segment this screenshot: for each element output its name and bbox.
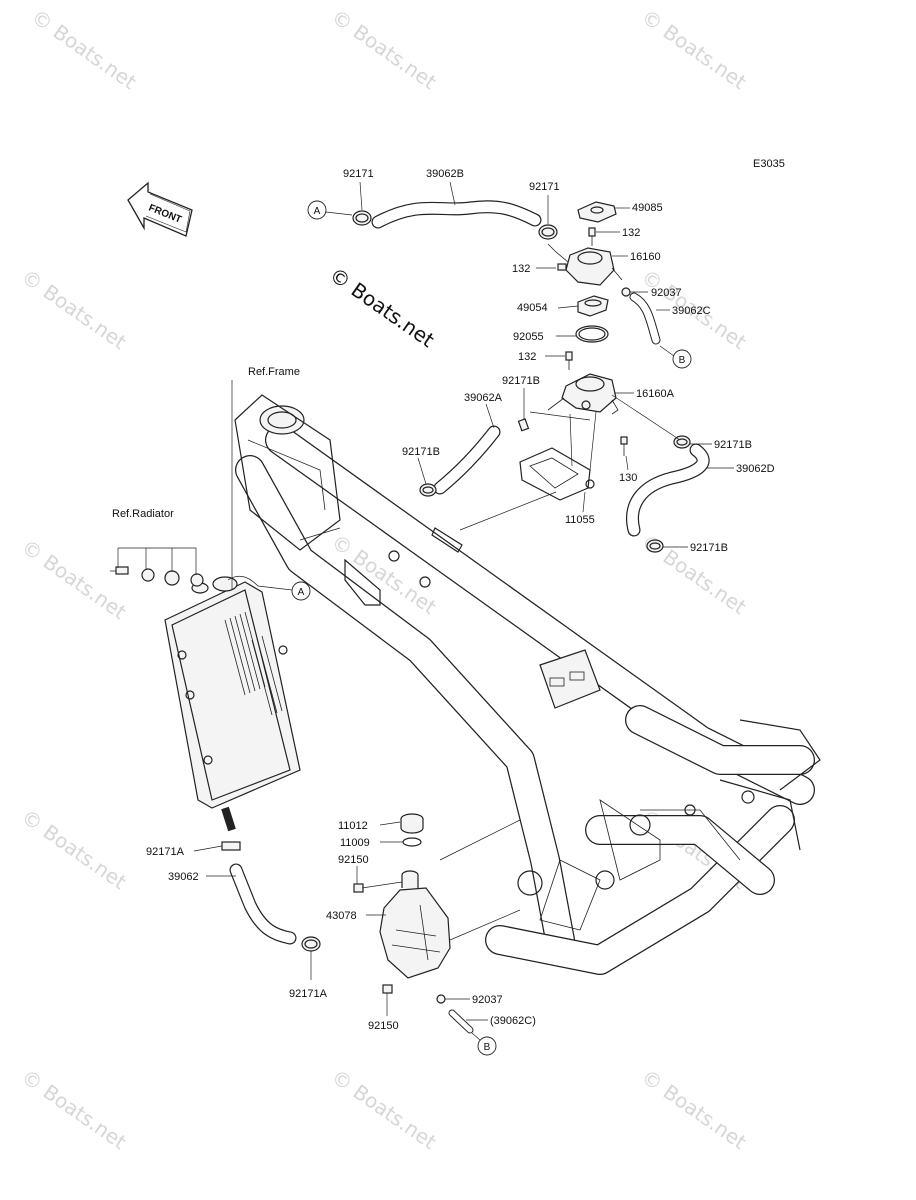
watermark: © Boats.net	[27, 4, 141, 94]
ref-frame-label: Ref.Frame	[248, 366, 300, 378]
clamp-92171B-d	[646, 539, 664, 553]
leader-lines	[193, 181, 734, 1021]
ref-b-lower: B	[471, 1032, 497, 1056]
clamp-92171-mid	[538, 224, 558, 240]
label-92171B: 92171B	[502, 375, 540, 387]
thermostat-49054	[577, 295, 609, 317]
clip-92171A-a	[221, 841, 241, 851]
bolt-132-a	[588, 227, 596, 246]
label-39062C: 39062C	[672, 305, 711, 317]
label-92037: 92037	[472, 994, 503, 1006]
thermostat-housing-16160	[547, 243, 623, 286]
label-92171: 92171	[343, 168, 374, 180]
bolt-92150-a	[353, 883, 364, 893]
watermark: © Boats.net	[17, 264, 131, 354]
watermarks: © Boats.net © Boats.net © Boats.net © Bo…	[17, 4, 751, 1154]
ref-radiator-label: Ref.Radiator	[112, 508, 174, 520]
o-ring-92055	[575, 325, 609, 343]
svg-text:A: A	[298, 587, 305, 598]
ref-a-top: A	[307, 200, 353, 220]
clip-92037-bot	[436, 994, 446, 1004]
label-39062B: 39062B	[426, 168, 464, 180]
label-16160: 16160	[630, 251, 661, 263]
label-16160A: 16160A	[636, 388, 675, 400]
clip-92171B-a	[517, 418, 530, 432]
clamp-92171B-b	[419, 483, 437, 497]
label-92171A: 92171A	[289, 988, 328, 1000]
svg-text:B: B	[679, 355, 686, 366]
label-49054: 49054	[517, 302, 548, 314]
clip-92037-top	[621, 287, 631, 297]
front-arrow-icon: FRONT	[127, 181, 193, 237]
label-92055: 92055	[513, 331, 544, 343]
bolt-92150-b	[382, 984, 393, 994]
watermark: © Boats.net	[637, 1064, 751, 1154]
radiator-cap-49085	[577, 201, 617, 223]
gasket-11009	[402, 837, 422, 847]
watermark-center: © Boats.net	[325, 262, 439, 352]
label-11055: 11055	[565, 514, 595, 526]
radiator	[164, 576, 301, 832]
label-92171: 92171	[529, 181, 560, 193]
label-132: 132	[518, 351, 536, 363]
label-92171A: 92171A	[146, 846, 185, 858]
watermark: © Boats.net	[327, 1064, 441, 1154]
label-132: 132	[512, 263, 530, 275]
ref-b-top: B	[659, 345, 692, 369]
clamp-92171A-b	[301, 936, 321, 952]
diagram-code: E3035	[753, 158, 785, 170]
clamp-92171-top	[352, 210, 372, 226]
bolt-130	[620, 436, 628, 456]
label-132: 132	[622, 227, 640, 239]
bolt-132-c	[565, 351, 573, 370]
watermark: © Boats.net	[327, 4, 441, 94]
bracket-11055	[519, 447, 595, 501]
label-92171B: 92171B	[714, 439, 752, 451]
watermark: © Boats.net	[637, 4, 751, 94]
label-39062C-ref: (39062C)	[490, 1015, 536, 1027]
watermark: © Boats.net	[17, 804, 131, 894]
thermostat-housing-16160A	[547, 373, 619, 415]
reservoir-tank-43078	[379, 870, 451, 979]
label-130: 130	[619, 472, 637, 484]
label-92150: 92150	[338, 854, 369, 866]
svg-text:A: A	[314, 206, 321, 217]
label-11012: 11012	[338, 820, 368, 832]
label-39062: 39062	[168, 871, 199, 883]
label-43078: 43078	[326, 910, 357, 922]
label-92171B: 92171B	[402, 446, 440, 458]
label-39062D: 39062D	[736, 463, 775, 475]
label-92037: 92037	[651, 287, 682, 299]
reservoir-cap-11012	[400, 813, 424, 834]
label-11009: 11009	[340, 837, 370, 849]
frame	[234, 394, 821, 975]
watermark: © Boats.net	[17, 534, 131, 624]
svg-text:B: B	[484, 1042, 491, 1053]
label-92171B: 92171B	[690, 542, 728, 554]
part-labels: 92171 39062B 92171 49085 132 16160 132 9…	[112, 168, 775, 1032]
radiator-mount-hardware	[110, 547, 204, 587]
label-92150: 92150	[368, 1020, 399, 1032]
label-39062A: 39062A	[464, 392, 503, 404]
bolt-132-b	[557, 263, 567, 271]
label-49085: 49085	[632, 202, 663, 214]
watermark: © Boats.net	[17, 1064, 131, 1154]
